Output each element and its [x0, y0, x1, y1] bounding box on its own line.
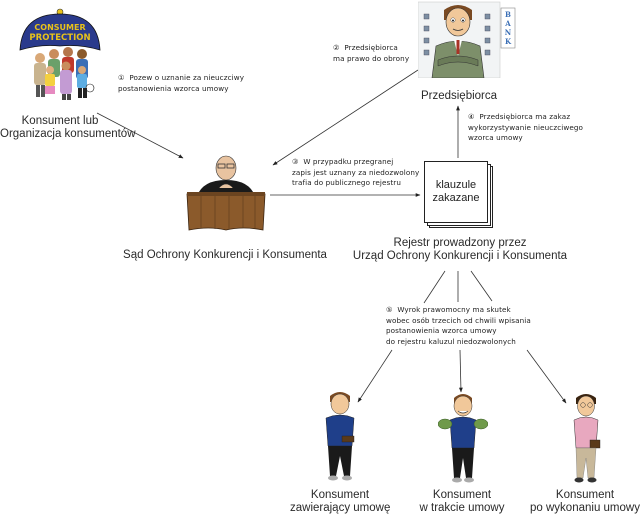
- consumer-with-money-icon: [437, 392, 489, 484]
- register-label: Rejestr prowadzony przez Urząd Ochrony K…: [340, 237, 580, 263]
- edge-consumer-to-court: [96, 112, 184, 159]
- consumer-after-label: Konsument po wykonaniu umowy: [530, 489, 640, 515]
- step-1-note: ① Pozew o uznanie za nieuczciwy postanow…: [118, 73, 244, 94]
- svg-text:PROTECTION: PROTECTION: [29, 33, 90, 43]
- svg-text:A: A: [504, 19, 511, 28]
- edge-register-to-consumer-entering: [357, 349, 393, 403]
- step-5-line1: Wyrok prawomocny ma skutek: [397, 305, 511, 314]
- consumer-empty-wallet-icon: [566, 392, 606, 484]
- consumer-entering-label: Konsument zawierający umowę: [290, 489, 390, 515]
- step-4-line3: wzorca umowy: [468, 133, 523, 142]
- document-stack-icon: klauzule zakazane: [424, 161, 494, 228]
- step-4-note: ④ Przedsiębiorca ma zakaz wykorzystywani…: [468, 112, 583, 144]
- step-3-line2: zapis jest uznany za niedozwolony: [292, 167, 420, 177]
- step-3-line1: W przypadku przegranej: [303, 157, 394, 166]
- step-5-marker: ⑤: [386, 305, 393, 314]
- step-3-note: ③ W przypadku przegranej zapis jest uzna…: [292, 157, 419, 189]
- edge-register-to-consumer-during: [458, 349, 463, 393]
- edge-entrepreneur-to-court: [272, 69, 419, 166]
- svg-text:K: K: [505, 37, 512, 46]
- register-label-line1: Rejestr prowadzony przez: [393, 237, 527, 249]
- step-4-marker: ④: [468, 112, 475, 121]
- entrepreneur-label: Przedsiębiorca: [420, 90, 498, 102]
- consumer-after-label-line1: Konsument: [555, 489, 615, 501]
- consumer-label: Konsument lub Organizacja konsumentów: [0, 115, 136, 141]
- consumer-during-label: Konsument w trakcie umowy: [412, 489, 512, 515]
- edge-register-fan-left-top: [423, 270, 446, 304]
- consumer-with-wallet-icon: [318, 390, 362, 482]
- step-3-line3: trafia do publicznego rejestru: [292, 178, 401, 187]
- consumer-during-label-line2: w trakcie umowy: [419, 502, 505, 514]
- edge-register-fan-right-top: [470, 270, 493, 302]
- document-text-line2: zakazane: [432, 192, 480, 204]
- step-2-marker: ②: [333, 43, 340, 52]
- step-1-line1: Pozew o uznanie za nieuczciwy: [129, 73, 245, 82]
- document-sheet-front: klauzule zakazane: [424, 161, 488, 223]
- step-5-line3: postanowienia wzorca umowy: [386, 326, 497, 335]
- consumer-label-line2: Organizacja konsumentów: [0, 128, 136, 140]
- judge-icon: [183, 152, 269, 234]
- consumer-entering-label-line2: zawierający umowę: [290, 502, 391, 514]
- step-2-note: ② Przedsiębiorca ma prawo do obrony: [333, 43, 409, 64]
- svg-text:CONSUMER: CONSUMER: [34, 23, 85, 32]
- step-5-line4: do rejestru kaluzul niedozwolonych: [386, 336, 516, 346]
- step-1-line2: postanowienia wzorca umowy: [118, 83, 229, 93]
- step-4-line2: wykorzystywanie nieuczciwego: [468, 122, 584, 132]
- court-label: Sąd Ochrony Konkurencji i Konsumenta: [123, 249, 327, 261]
- consumer-after-label-line2: po wykonaniu umowy: [530, 502, 640, 514]
- consumer-label-line1: Konsument lub: [21, 115, 99, 127]
- step-5-line2: wobec osób trzecich od chwili wpisania: [386, 315, 531, 325]
- step-5-note: ⑤ Wyrok prawomocny ma skutek wobec osób …: [386, 305, 531, 347]
- step-3-marker: ③: [292, 157, 299, 166]
- step-2-line1: Przedsiębiorca: [344, 43, 398, 52]
- consumer-entering-label-line1: Konsument: [310, 489, 370, 501]
- svg-text:N: N: [505, 28, 512, 37]
- consumer-during-label-line1: Konsument: [432, 489, 492, 501]
- businessman-bank-icon: B A N K: [417, 0, 518, 79]
- step-1-marker: ①: [118, 73, 125, 82]
- document-text-line1: klauzule: [435, 179, 477, 191]
- register-label-line2: Urząd Ochrony Konkurencji i Konsumenta: [352, 250, 568, 262]
- svg-text:B: B: [505, 10, 511, 19]
- step-4-line1: Przedsiębiorca ma zakaz: [479, 112, 571, 121]
- step-2-line2: ma prawo do obrony: [333, 53, 410, 63]
- edge-register-to-consumer-after: [526, 349, 567, 404]
- consumer-protection-umbrella-icon: CONSUMER PROTECTION: [14, 8, 106, 104]
